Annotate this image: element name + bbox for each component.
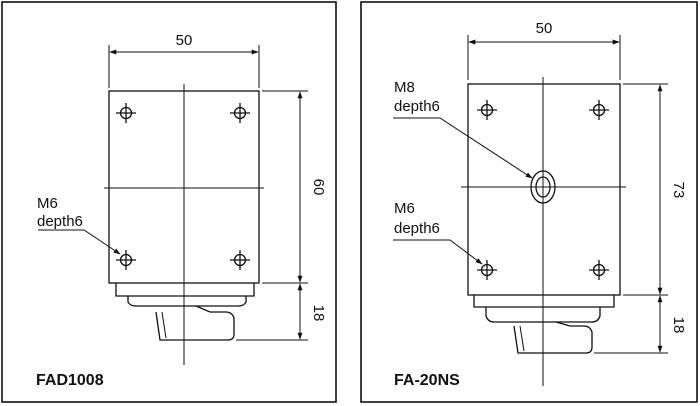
thread-note-size: M6 [37,195,58,212]
base-flange [485,307,601,323]
mounting-plate [467,83,621,296]
width-dimension-label: 50 [176,32,193,49]
thread-note-size: M6 [394,200,415,217]
base-dimension-label: 18 [310,305,327,322]
m8-hole [530,170,556,204]
m6-leader-line [393,239,483,265]
panel-fad1008 [1,1,337,403]
panel-frame [1,1,337,403]
panel-frame [360,1,698,403]
m6-hole [116,250,136,270]
thread-note-depth: depth6 [37,213,83,230]
height-dimension-label: 60 [310,179,327,196]
center-thread-note-size: M8 [394,79,415,96]
width-dimension-label: 50 [536,20,553,37]
m6-hole [477,100,497,120]
model-label: FAD1008 [36,372,104,389]
base-body [473,295,615,308]
base-dimension-label: 18 [670,317,687,334]
base-body [115,283,255,297]
thread-note-depth: depth6 [394,220,440,237]
m6-hole [116,103,136,123]
m6-hole [230,250,250,270]
panel-fa-20ns [360,1,698,403]
m8-leader-line [393,117,533,179]
m6-hole [230,103,250,123]
lever [513,321,593,354]
height-dimension-label: 73 [670,182,687,199]
m6-hole [477,260,497,280]
lever [155,305,235,341]
base-flange [127,296,247,307]
m6-leader-line [38,229,121,255]
center-thread-note-depth: depth6 [394,98,440,115]
m6-hole [589,100,609,120]
model-label: FA-20NS [394,372,460,389]
m6-hole [589,260,609,280]
